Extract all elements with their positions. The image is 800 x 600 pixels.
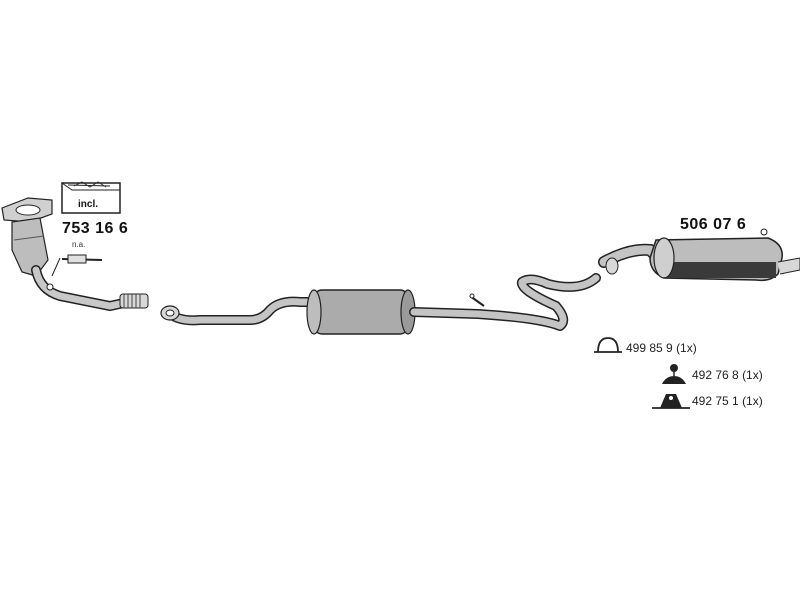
accessory-number: 499 85 9 (626, 341, 673, 355)
accessory-number: 492 75 1 (692, 394, 739, 408)
catalytic-converter (1, 197, 149, 312)
accessory-hanger: 492 76 8 (1x) (692, 368, 763, 382)
rear-pipe (409, 273, 601, 331)
kit-label: incl. (78, 199, 99, 210)
accessory-mounting-rubber: 492 75 1 (1x) (692, 394, 763, 408)
hanger-icon (662, 364, 686, 384)
accessory-clamp: 499 85 9 (1x) (626, 341, 697, 355)
gasket-kit-box (61, 181, 121, 214)
accessory-qty: (1x) (742, 394, 763, 408)
accessory-qty: (1x) (676, 341, 697, 355)
accessory-number: 492 76 8 (692, 368, 739, 382)
rear-silencer (598, 228, 800, 282)
clamp-icon (594, 337, 622, 353)
middle-silencer (306, 289, 416, 335)
accessory-qty: (1x) (742, 368, 763, 382)
mounting-rubber-icon (652, 394, 690, 409)
front-pipe (160, 296, 323, 326)
catalytic-converter-part-number: 753 16 6 (62, 220, 129, 237)
sensor-note: n.a. (72, 240, 86, 249)
rear-silencer-part-number: 506 07 6 (680, 216, 747, 233)
